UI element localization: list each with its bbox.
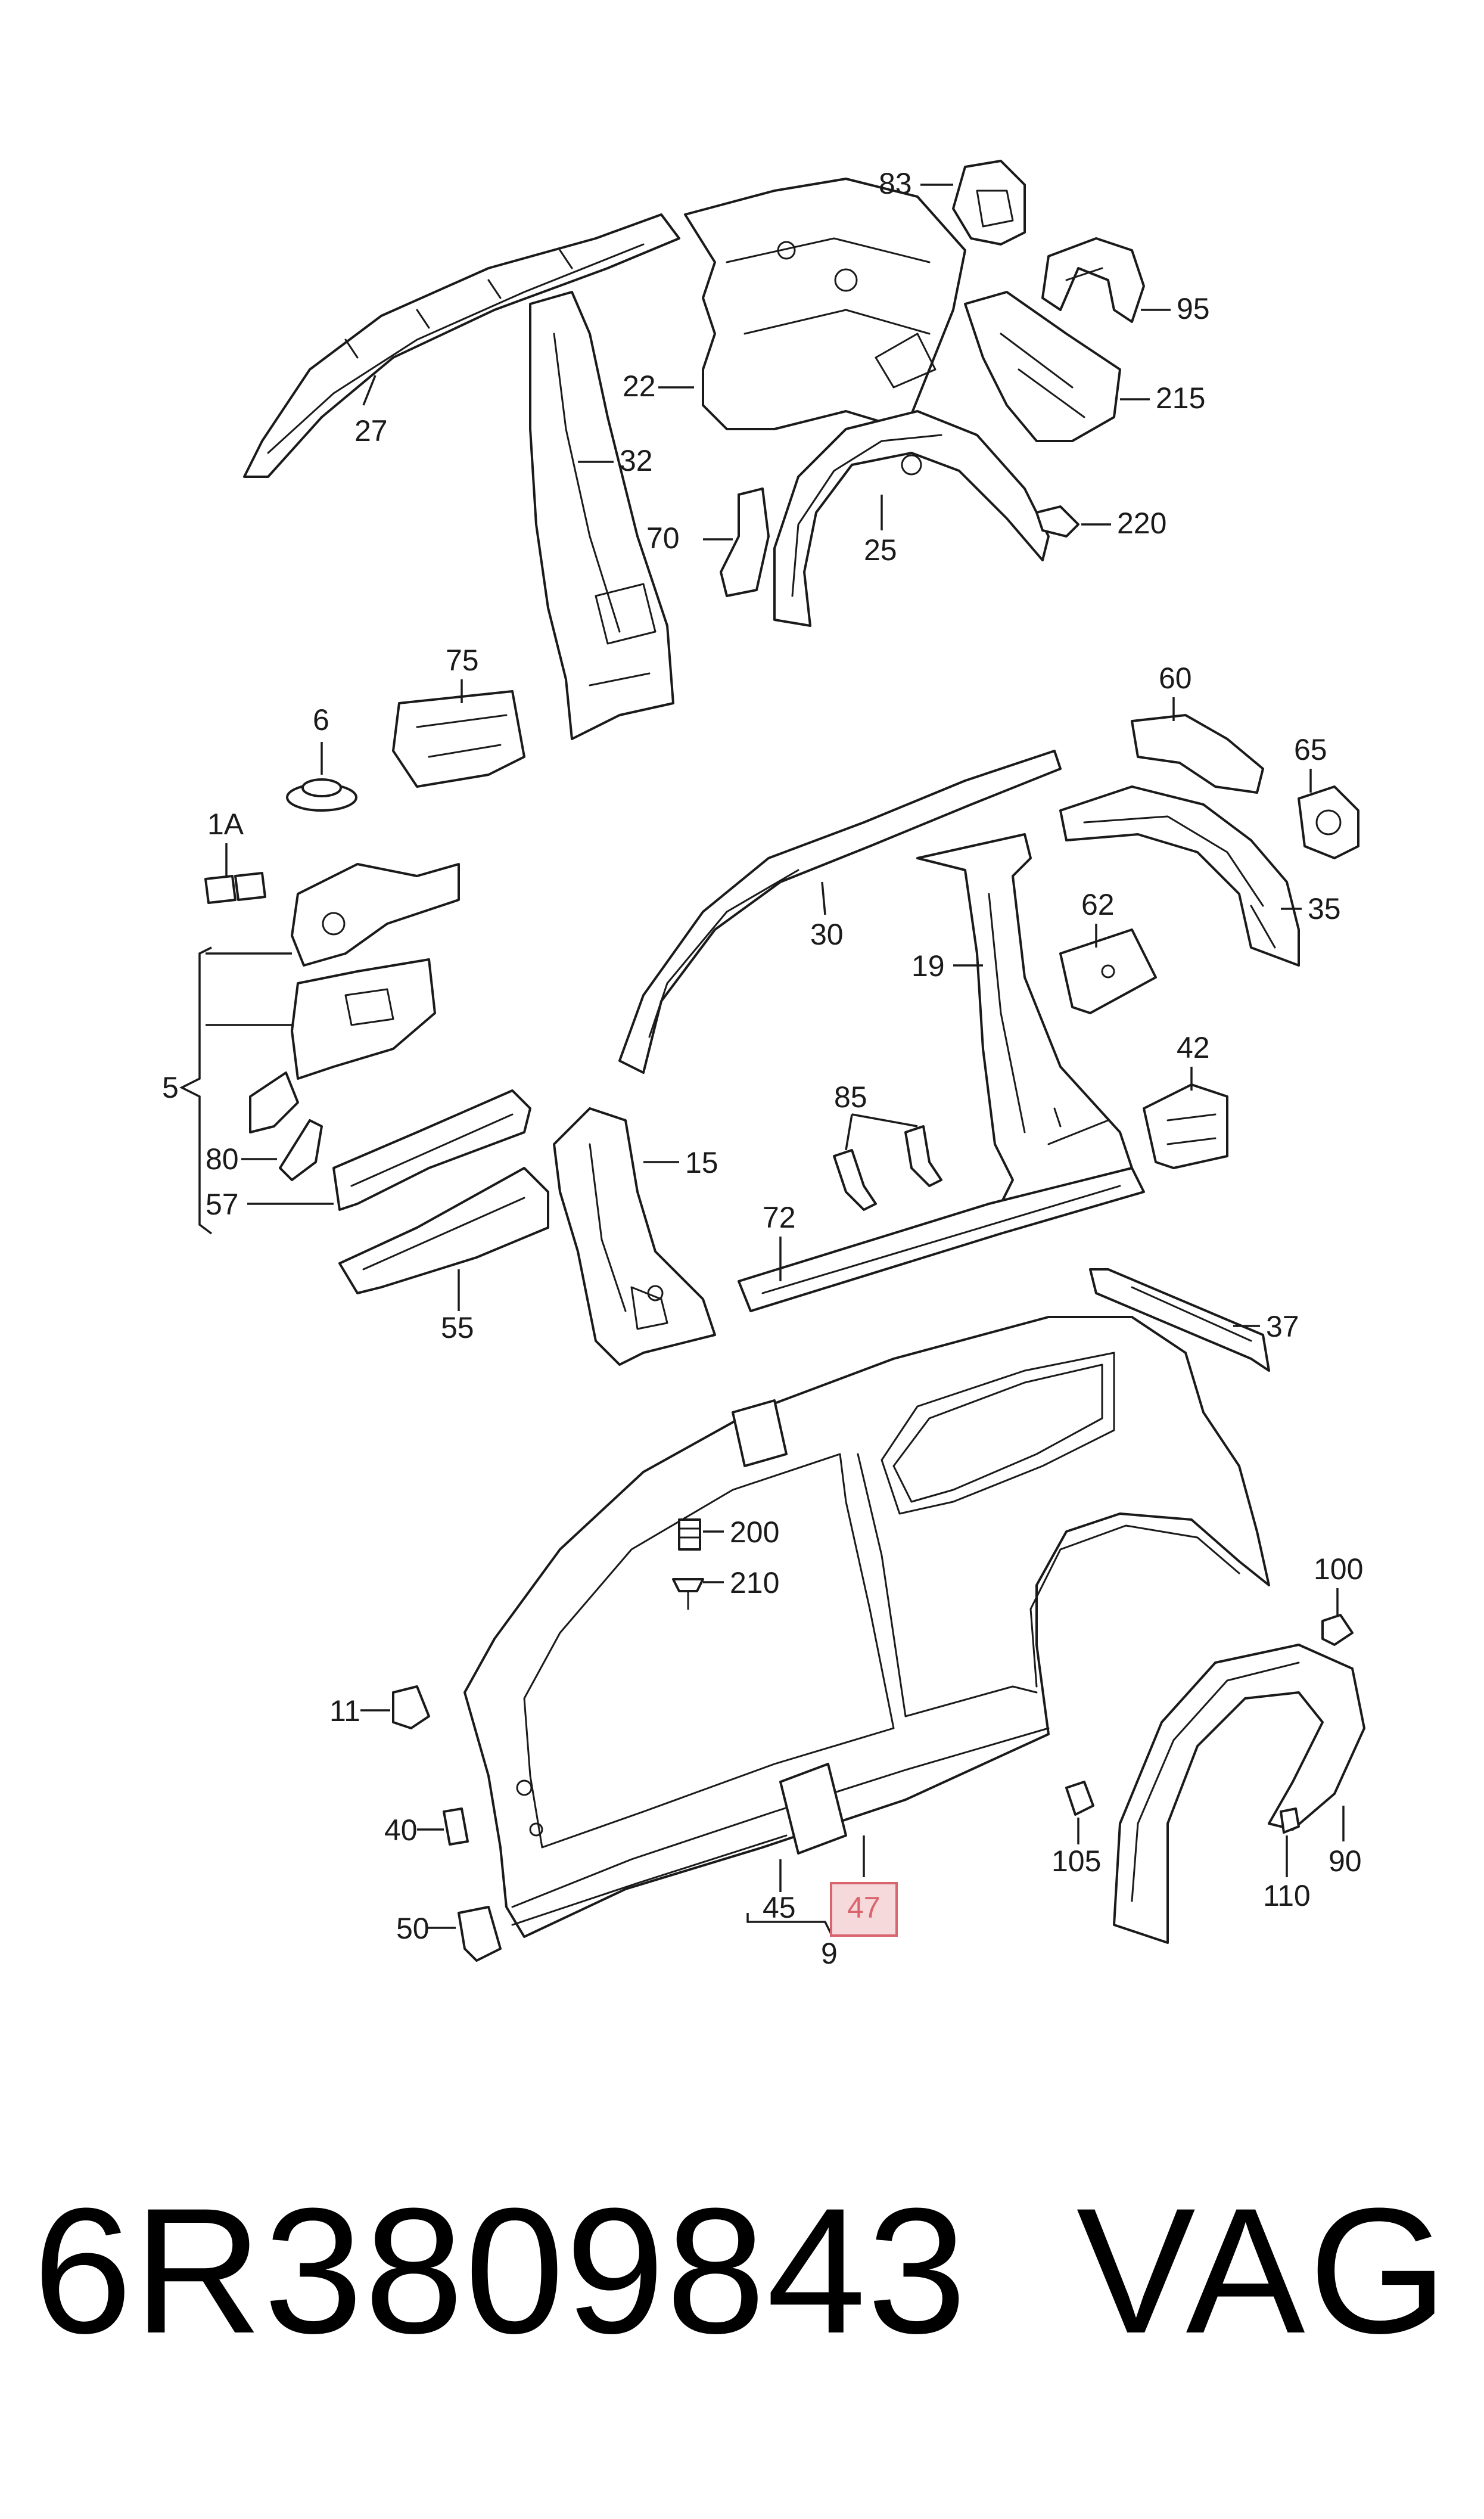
brand-text: VAG	[1076, 2170, 1451, 2371]
part-6-grommet	[286, 778, 357, 812]
part-55-inner-sill	[338, 1167, 549, 1294]
label-50: 50	[396, 1912, 430, 1945]
part-110-screw	[1280, 1807, 1300, 1834]
label-100: 100	[1314, 1552, 1363, 1586]
part-5-front-inner-assembly	[249, 863, 460, 1133]
label-105: 105	[1051, 1844, 1101, 1878]
label-9: 9	[821, 1937, 838, 1970]
part-25-wheel-arch	[773, 410, 1050, 627]
part-105-clip	[1065, 1781, 1094, 1816]
callout-labels: 83 95 215 22 27 32 70 25 220 75 6 60 65 …	[162, 167, 1363, 1970]
part-85-brackets	[833, 1125, 942, 1211]
label-90: 90	[1329, 1844, 1362, 1878]
part-83-bracket	[952, 160, 1026, 246]
label-65: 65	[1294, 733, 1327, 766]
part-11-bracket	[392, 1685, 430, 1729]
part-1A-sealing-pad	[204, 872, 266, 904]
label-47: 47	[847, 1891, 881, 1924]
part-200-bolt	[678, 1518, 701, 1551]
label-95: 95	[1177, 292, 1210, 325]
label-22: 22	[623, 369, 656, 403]
label-110: 110	[1263, 1879, 1311, 1912]
part-57-inner-sill	[332, 1089, 531, 1211]
part-215-rear-panel	[964, 291, 1121, 442]
label-83: 83	[879, 167, 912, 200]
part-80-bracket	[279, 1119, 323, 1181]
label-32: 32	[620, 444, 653, 477]
part-35-wheelhouse-inner	[1059, 785, 1300, 967]
part-9-side-panel	[463, 1316, 1270, 1938]
part-90-wheelhouse-liner	[1113, 1644, 1365, 1944]
label-37: 37	[1266, 1310, 1299, 1343]
part-60-bracket	[1131, 714, 1264, 794]
part-100-clip	[1321, 1614, 1354, 1646]
part-95-wheelhouse-top	[1041, 237, 1145, 323]
part-220-clip	[1035, 505, 1079, 538]
label-60: 60	[1159, 661, 1192, 695]
label-75: 75	[446, 644, 479, 677]
label-47-highlighted: 47	[830, 1882, 898, 1937]
label-19: 19	[911, 949, 945, 983]
part-72-sill-rail	[738, 1167, 1145, 1312]
label-55: 55	[441, 1311, 474, 1344]
label-15: 15	[685, 1146, 718, 1179]
label-27: 27	[354, 414, 388, 448]
part-32-pillar-reinforcement	[529, 291, 674, 740]
label-40: 40	[384, 1813, 418, 1847]
label-57: 57	[206, 1188, 239, 1221]
label-1A: 1A	[207, 807, 244, 841]
label-70: 70	[646, 521, 680, 555]
part-19-b-pillar	[916, 833, 1133, 1229]
part-15-a-pillar	[553, 1107, 716, 1366]
part-50-bracket	[458, 1906, 502, 1962]
label-62: 62	[1081, 888, 1115, 921]
label-45: 45	[763, 1891, 796, 1924]
part-62-reinforcement	[1059, 928, 1157, 1014]
label-11: 11	[329, 1694, 360, 1728]
label-85: 85	[834, 1080, 867, 1114]
part-30-roof-frame-rail	[618, 750, 1062, 1074]
label-6: 6	[313, 703, 329, 737]
label-5: 5	[162, 1071, 179, 1104]
part-22-quarter-panel-inner	[684, 178, 966, 430]
part-27-roof-rail	[243, 213, 680, 478]
label-215: 215	[1156, 381, 1205, 415]
part-70-bracket	[720, 487, 770, 597]
label-80: 80	[206, 1142, 239, 1176]
part-42-bracket	[1143, 1083, 1228, 1169]
label-42: 42	[1177, 1031, 1210, 1064]
label-220: 220	[1117, 507, 1166, 540]
part-number-text: 6R3809843	[33, 2170, 968, 2371]
label-200: 200	[730, 1515, 779, 1549]
label-210: 210	[730, 1566, 779, 1599]
label-25: 25	[864, 533, 897, 567]
label-35: 35	[1308, 892, 1341, 925]
part-40-bracket	[443, 1807, 469, 1846]
part-75-reinforcement	[392, 690, 525, 788]
label-72: 72	[763, 1201, 796, 1234]
part-210-clip	[672, 1578, 704, 1610]
part-65-spring-cup	[1298, 785, 1359, 859]
part-37-strip	[1089, 1268, 1270, 1372]
label-30: 30	[810, 918, 844, 951]
